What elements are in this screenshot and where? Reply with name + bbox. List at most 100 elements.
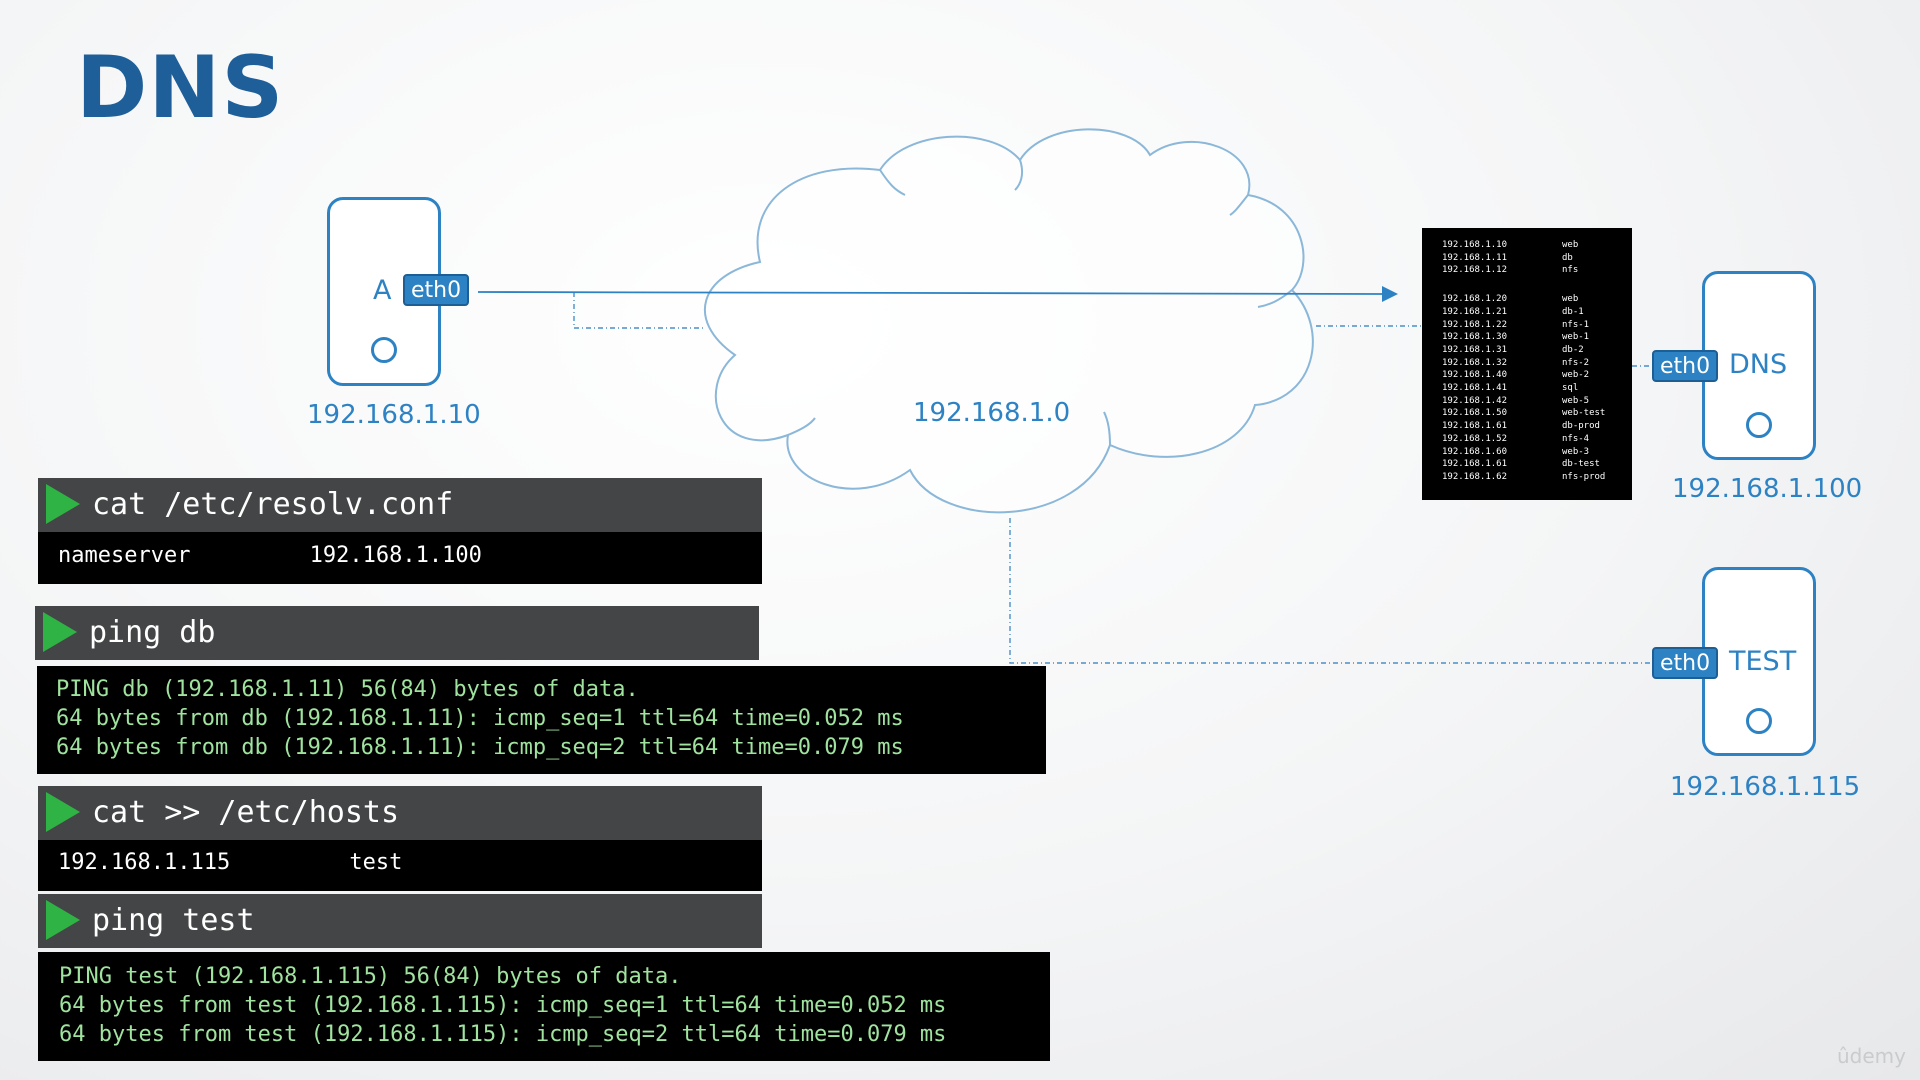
command-text: ping db <box>89 615 216 650</box>
dns-record-name: nfs-1 <box>1562 319 1590 330</box>
test-host-eth0-badge: eth0 <box>1652 647 1719 679</box>
dns-record-row: 192.168.1.42 web-5 <box>1442 395 1632 408</box>
dns-record-name: db-1 <box>1562 306 1584 317</box>
dns-record-row: 192.168.1.12 nfs <box>1442 264 1632 277</box>
dns-record-row: 192.168.1.61 db-test <box>1442 458 1632 471</box>
dns-record-ip: 192.168.1.61 <box>1442 459 1508 470</box>
dns-record-name: nfs-2 <box>1562 357 1590 368</box>
play-icon <box>46 792 80 832</box>
output-line: nameserver 192.168.1.100 <box>58 543 482 568</box>
dns-record-name: nfs-4 <box>1562 433 1590 444</box>
terminal-command-ping-test: ping test <box>38 894 762 948</box>
query-arrow-head <box>1382 286 1398 302</box>
dns-server-name: DNS <box>1729 349 1788 380</box>
terminal-output-etc-hosts: 192.168.1.115 test <box>38 840 762 891</box>
dns-record-row: 192.168.1.11 db <box>1442 252 1632 265</box>
network-label: 192.168.1.0 <box>913 398 1071 428</box>
output-line: 192.168.1.115 test <box>58 850 403 875</box>
dns-record-name: db-test <box>1562 459 1600 470</box>
test-host-name: TEST <box>1729 646 1797 677</box>
host-a-ip: 192.168.1.10 <box>307 400 481 430</box>
play-icon <box>43 612 77 652</box>
dns-records-gap <box>1442 277 1632 293</box>
dns-record-ip: 192.168.1.50 <box>1442 408 1508 419</box>
output-line: 64 bytes from test (192.168.1.115): icmp… <box>59 1022 947 1047</box>
dns-record-name: web <box>1562 240 1579 250</box>
dns-record-name: db-2 <box>1562 344 1584 355</box>
dns-server-ip: 192.168.1.100 <box>1672 474 1863 504</box>
host-a-name: A <box>373 275 392 306</box>
command-text: cat >> /etc/hosts <box>92 795 400 830</box>
dns-record-name: web-test <box>1562 408 1606 419</box>
dns-record-ip: 192.168.1.10 <box>1442 240 1508 250</box>
dns-record-ip: 192.168.1.40 <box>1442 370 1508 381</box>
dns-record-name: nfs <box>1562 265 1579 276</box>
dns-record-name: web-2 <box>1562 370 1590 381</box>
dns-record-row: 192.168.1.32 nfs-2 <box>1442 357 1632 370</box>
dns-record-row: 192.168.1.10 web <box>1442 239 1632 252</box>
dns-record-name: nfs-prod <box>1562 471 1606 482</box>
test-host-status-icon <box>1746 708 1772 734</box>
play-icon <box>46 900 80 940</box>
dns-record-ip: 192.168.1.52 <box>1442 433 1508 444</box>
dns-record-row: 192.168.1.60 web-3 <box>1442 446 1632 459</box>
dns-record-ip: 192.168.1.62 <box>1442 471 1508 482</box>
dns-record-ip: 192.168.1.42 <box>1442 395 1508 406</box>
terminal-output-ping-test: PING test (192.168.1.115) 56(84) bytes o… <box>38 952 1050 1061</box>
terminal-command-resolv: cat /etc/resolv.conf <box>38 478 762 532</box>
terminal-output-resolv: nameserver 192.168.1.100 <box>38 532 762 584</box>
dns-record-name: web-3 <box>1562 446 1590 457</box>
dns-record-row: 192.168.1.22 nfs-1 <box>1442 319 1632 332</box>
cloud-inner-arcs <box>787 159 1293 446</box>
command-text: cat /etc/resolv.conf <box>92 487 454 522</box>
dns-record-row: 192.168.1.30 web-1 <box>1442 331 1632 344</box>
network-cloud <box>703 128 1314 514</box>
dns-record-row: 192.168.1.21 db-1 <box>1442 306 1632 319</box>
dns-record-ip: 192.168.1.12 <box>1442 265 1508 276</box>
dns-record-row: 192.168.1.52 nfs-4 <box>1442 433 1632 446</box>
dns-server-status-icon <box>1746 412 1772 438</box>
dns-record-ip: 192.168.1.60 <box>1442 446 1508 457</box>
dns-record-row: 192.168.1.20 web <box>1442 293 1632 306</box>
host-a-status-icon <box>371 337 397 363</box>
page-title: DNS <box>76 38 285 138</box>
output-line: 64 bytes from db (192.168.1.11): icmp_se… <box>56 706 904 731</box>
command-text: ping test <box>92 903 255 938</box>
dns-record-ip: 192.168.1.41 <box>1442 383 1508 394</box>
host-a-eth0-badge: eth0 <box>403 274 470 306</box>
udemy-watermark: ûdemy <box>1837 1044 1906 1068</box>
dns-record-name: web-5 <box>1562 395 1590 406</box>
terminal-command-ping-db: ping db <box>35 606 759 660</box>
dns-record-ip: 192.168.1.22 <box>1442 319 1508 330</box>
dns-record-ip: 192.168.1.21 <box>1442 306 1508 317</box>
output-line: 64 bytes from db (192.168.1.11): icmp_se… <box>56 735 904 760</box>
connector-lines <box>573 292 1652 664</box>
dns-record-ip: 192.168.1.11 <box>1442 252 1508 263</box>
dns-server-eth0-badge: eth0 <box>1652 350 1719 382</box>
dns-record-row: 192.168.1.40 web-2 <box>1442 369 1632 382</box>
output-line: PING test (192.168.1.115) 56(84) bytes o… <box>59 964 682 989</box>
dns-record-row: 192.168.1.61 db-prod <box>1442 420 1632 433</box>
terminal-command-etc-hosts: cat >> /etc/hosts <box>38 786 762 840</box>
dns-record-name: db <box>1562 252 1573 263</box>
test-host-ip: 192.168.1.115 <box>1670 772 1861 802</box>
dns-record-name: sql <box>1562 383 1579 394</box>
dns-record-ip: 192.168.1.32 <box>1442 357 1508 368</box>
dns-record-row: 192.168.1.41 sql <box>1442 382 1632 395</box>
output-line: 64 bytes from test (192.168.1.115): icmp… <box>59 993 947 1018</box>
play-icon <box>46 484 80 524</box>
terminal-output-ping-db: PING db (192.168.1.11) 56(84) bytes of d… <box>37 666 1046 774</box>
dns-record-name: db-prod <box>1562 421 1600 432</box>
query-arrow-line <box>477 291 1383 295</box>
dns-record-ip: 192.168.1.30 <box>1442 332 1508 343</box>
dns-record-name: web-1 <box>1562 332 1590 343</box>
dns-record-row: 192.168.1.50 web-test <box>1442 407 1632 420</box>
dns-record-ip: 192.168.1.61 <box>1442 421 1508 432</box>
dns-record-name: web <box>1562 294 1579 305</box>
dns-record-row: 192.168.1.62 nfs-prod <box>1442 471 1632 484</box>
output-line: PING db (192.168.1.11) 56(84) bytes of d… <box>56 677 639 702</box>
dns-record-ip: 192.168.1.20 <box>1442 294 1508 305</box>
